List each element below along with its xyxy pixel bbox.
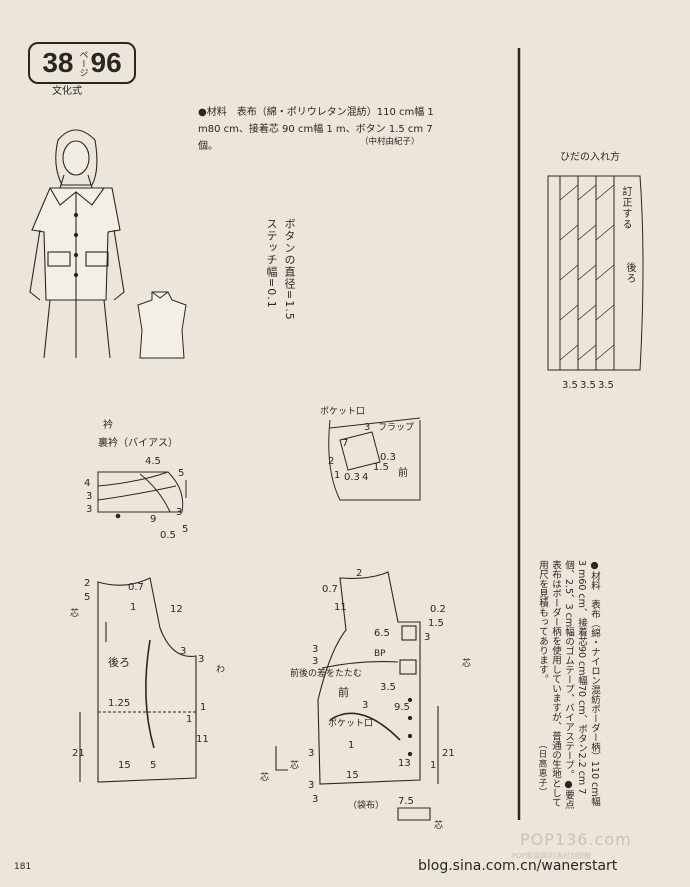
back-dim-14: 5	[150, 760, 156, 771]
collar-dim-3: 4	[84, 478, 90, 489]
back-dim-11: 11	[196, 734, 209, 745]
back-label: 後ろ	[108, 655, 130, 669]
front-dim-17: 3	[308, 780, 314, 791]
watermark-logo: POP136.com	[520, 830, 632, 849]
front-interfacing-label-1: 芯	[462, 657, 471, 669]
pleat-diagram: ひだの入れ方 3.5 3.5 3.5	[547, 150, 644, 391]
pocket-front-label: 前	[398, 466, 408, 479]
pleat-dim-3: 3.5	[598, 380, 614, 391]
front-dim-20: 21	[442, 748, 455, 759]
pocket-label: ポケット口	[320, 406, 365, 417]
back-dim-8: 1	[200, 702, 206, 713]
collar-subtitle: 裏衿（バイアス）	[98, 436, 178, 449]
back-dim-2: 5	[84, 592, 90, 603]
collar-pattern	[97, 471, 187, 519]
badge-kana: ページ	[77, 49, 88, 77]
front-dim-9: 3	[312, 656, 318, 667]
front-dim-11: 9.5	[394, 702, 410, 713]
pocket-dim-2: 7	[342, 438, 348, 449]
badge-left-number: 38	[42, 47, 74, 78]
bp-label: BP	[374, 649, 386, 659]
pocket-dim-3: 0.3	[380, 452, 396, 463]
credit-right: （日高恵子）	[537, 740, 547, 797]
collar-dim-2: 5	[178, 468, 184, 479]
back-dim-6: 3	[180, 646, 186, 657]
collar-dim-5: 3	[86, 504, 92, 515]
pocket-dim-6: 4	[362, 472, 368, 483]
front-dim-15: 13	[398, 758, 411, 769]
back-dim-9: 1.25	[108, 698, 130, 709]
front-interfacing-label-4: 芯	[260, 771, 269, 783]
pleat-fix-label: 訂正する	[620, 186, 631, 230]
back-dim-12: 21	[72, 748, 85, 759]
front-dim-16: 3	[308, 748, 314, 759]
pleat-title: ひだの入れ方	[560, 150, 620, 163]
bag-cloth-label: （袋布）	[348, 799, 384, 811]
pocket-dim-5: 0.3	[344, 472, 360, 483]
back-dim-1: 2	[84, 578, 90, 589]
collar-title: 衿	[103, 418, 113, 431]
publisher-label: 文化式	[52, 86, 82, 97]
materials-text-top: ●材料 表布（綿・ポリウレタン混紡）110 cm幅 1 m80 cm、接着芯 9…	[198, 107, 434, 152]
flap-label: フラップ	[378, 422, 414, 433]
back-fold-label: わ	[216, 664, 225, 675]
back-dim-4: 1	[130, 602, 136, 613]
back-dim-5: 12	[170, 604, 183, 615]
collar-dim-1: 4.5	[145, 456, 161, 467]
front-dim-21: 1	[430, 760, 436, 771]
front-dim-2: 2	[356, 568, 362, 579]
back-dim-13: 15	[118, 760, 131, 771]
front-dim-5: 1.5	[428, 618, 444, 629]
collar-dim-8: 3	[176, 507, 182, 518]
front-dim-6: 3	[424, 632, 430, 643]
pleat-dim-1: 3.5	[562, 380, 578, 391]
pleat-back-label: 後ろ	[624, 262, 635, 284]
page-number: 181	[14, 862, 32, 872]
collar-dim-9: 5	[182, 524, 188, 535]
front-dim-12: 3	[362, 700, 368, 711]
front-diff-label: 前後の差をたたむ	[290, 667, 362, 679]
pleat-dim-2: 3.5	[580, 380, 596, 391]
model-illustration-icon	[29, 129, 125, 359]
front-label: 前	[338, 685, 349, 699]
materials-text-right: ●材料 表布（綿・ナイロン混紡ボーダー柄）110 cm幅3 m60 cm、接着芯…	[537, 560, 600, 819]
front-dim-13: 1	[348, 740, 354, 751]
page-number-badge: 38 ページ 96	[28, 42, 136, 84]
front-dim-1: 0.7	[322, 584, 338, 595]
pocket-pattern	[328, 417, 421, 501]
watermark-subtitle: POP服装网|时尚时刻提醒	[512, 852, 592, 860]
back-dim-10: 1	[186, 714, 192, 725]
front-interfacing-label-3: 芯	[434, 819, 443, 831]
pocket-dim-8: 1	[334, 470, 340, 481]
front-interfacing-label-2: 芯	[290, 759, 299, 771]
badge-right-number: 96	[90, 47, 122, 78]
front-dim-8: 3	[312, 644, 318, 655]
credit-top: （中村由紀子）	[360, 137, 420, 147]
front-dim-14: 15	[346, 770, 359, 781]
back-view-illustration-icon	[137, 291, 187, 359]
back-dim-3: 0.7	[128, 582, 144, 593]
pocket-dim-1: 3	[364, 422, 370, 433]
pocket-dim-7: 2	[328, 456, 334, 467]
collar-dim-4: 3	[86, 491, 92, 502]
back-bodice-pattern	[79, 577, 197, 783]
front-dim-10: 3.5	[380, 682, 396, 693]
pocket-dim-4: 1.5	[373, 462, 389, 473]
front-bodice-pattern	[275, 571, 439, 821]
front-dim-18: 3	[312, 794, 318, 805]
back-interfacing-label: 芯	[70, 607, 79, 619]
collar-dim-7: 0.5	[160, 530, 176, 541]
front-pocket-label: ポケット口	[328, 718, 373, 729]
front-dim-3: 11	[334, 602, 347, 613]
back-dim-7: 3	[198, 654, 204, 665]
blog-url[interactable]: blog.sina.com.cn/wanerstart	[418, 858, 618, 874]
collar-dim-6: 9	[150, 514, 156, 525]
front-dim-4: 0.2	[430, 604, 446, 615]
front-dim-19: 7.5	[398, 796, 414, 807]
front-dim-7: 6.5	[374, 628, 390, 639]
